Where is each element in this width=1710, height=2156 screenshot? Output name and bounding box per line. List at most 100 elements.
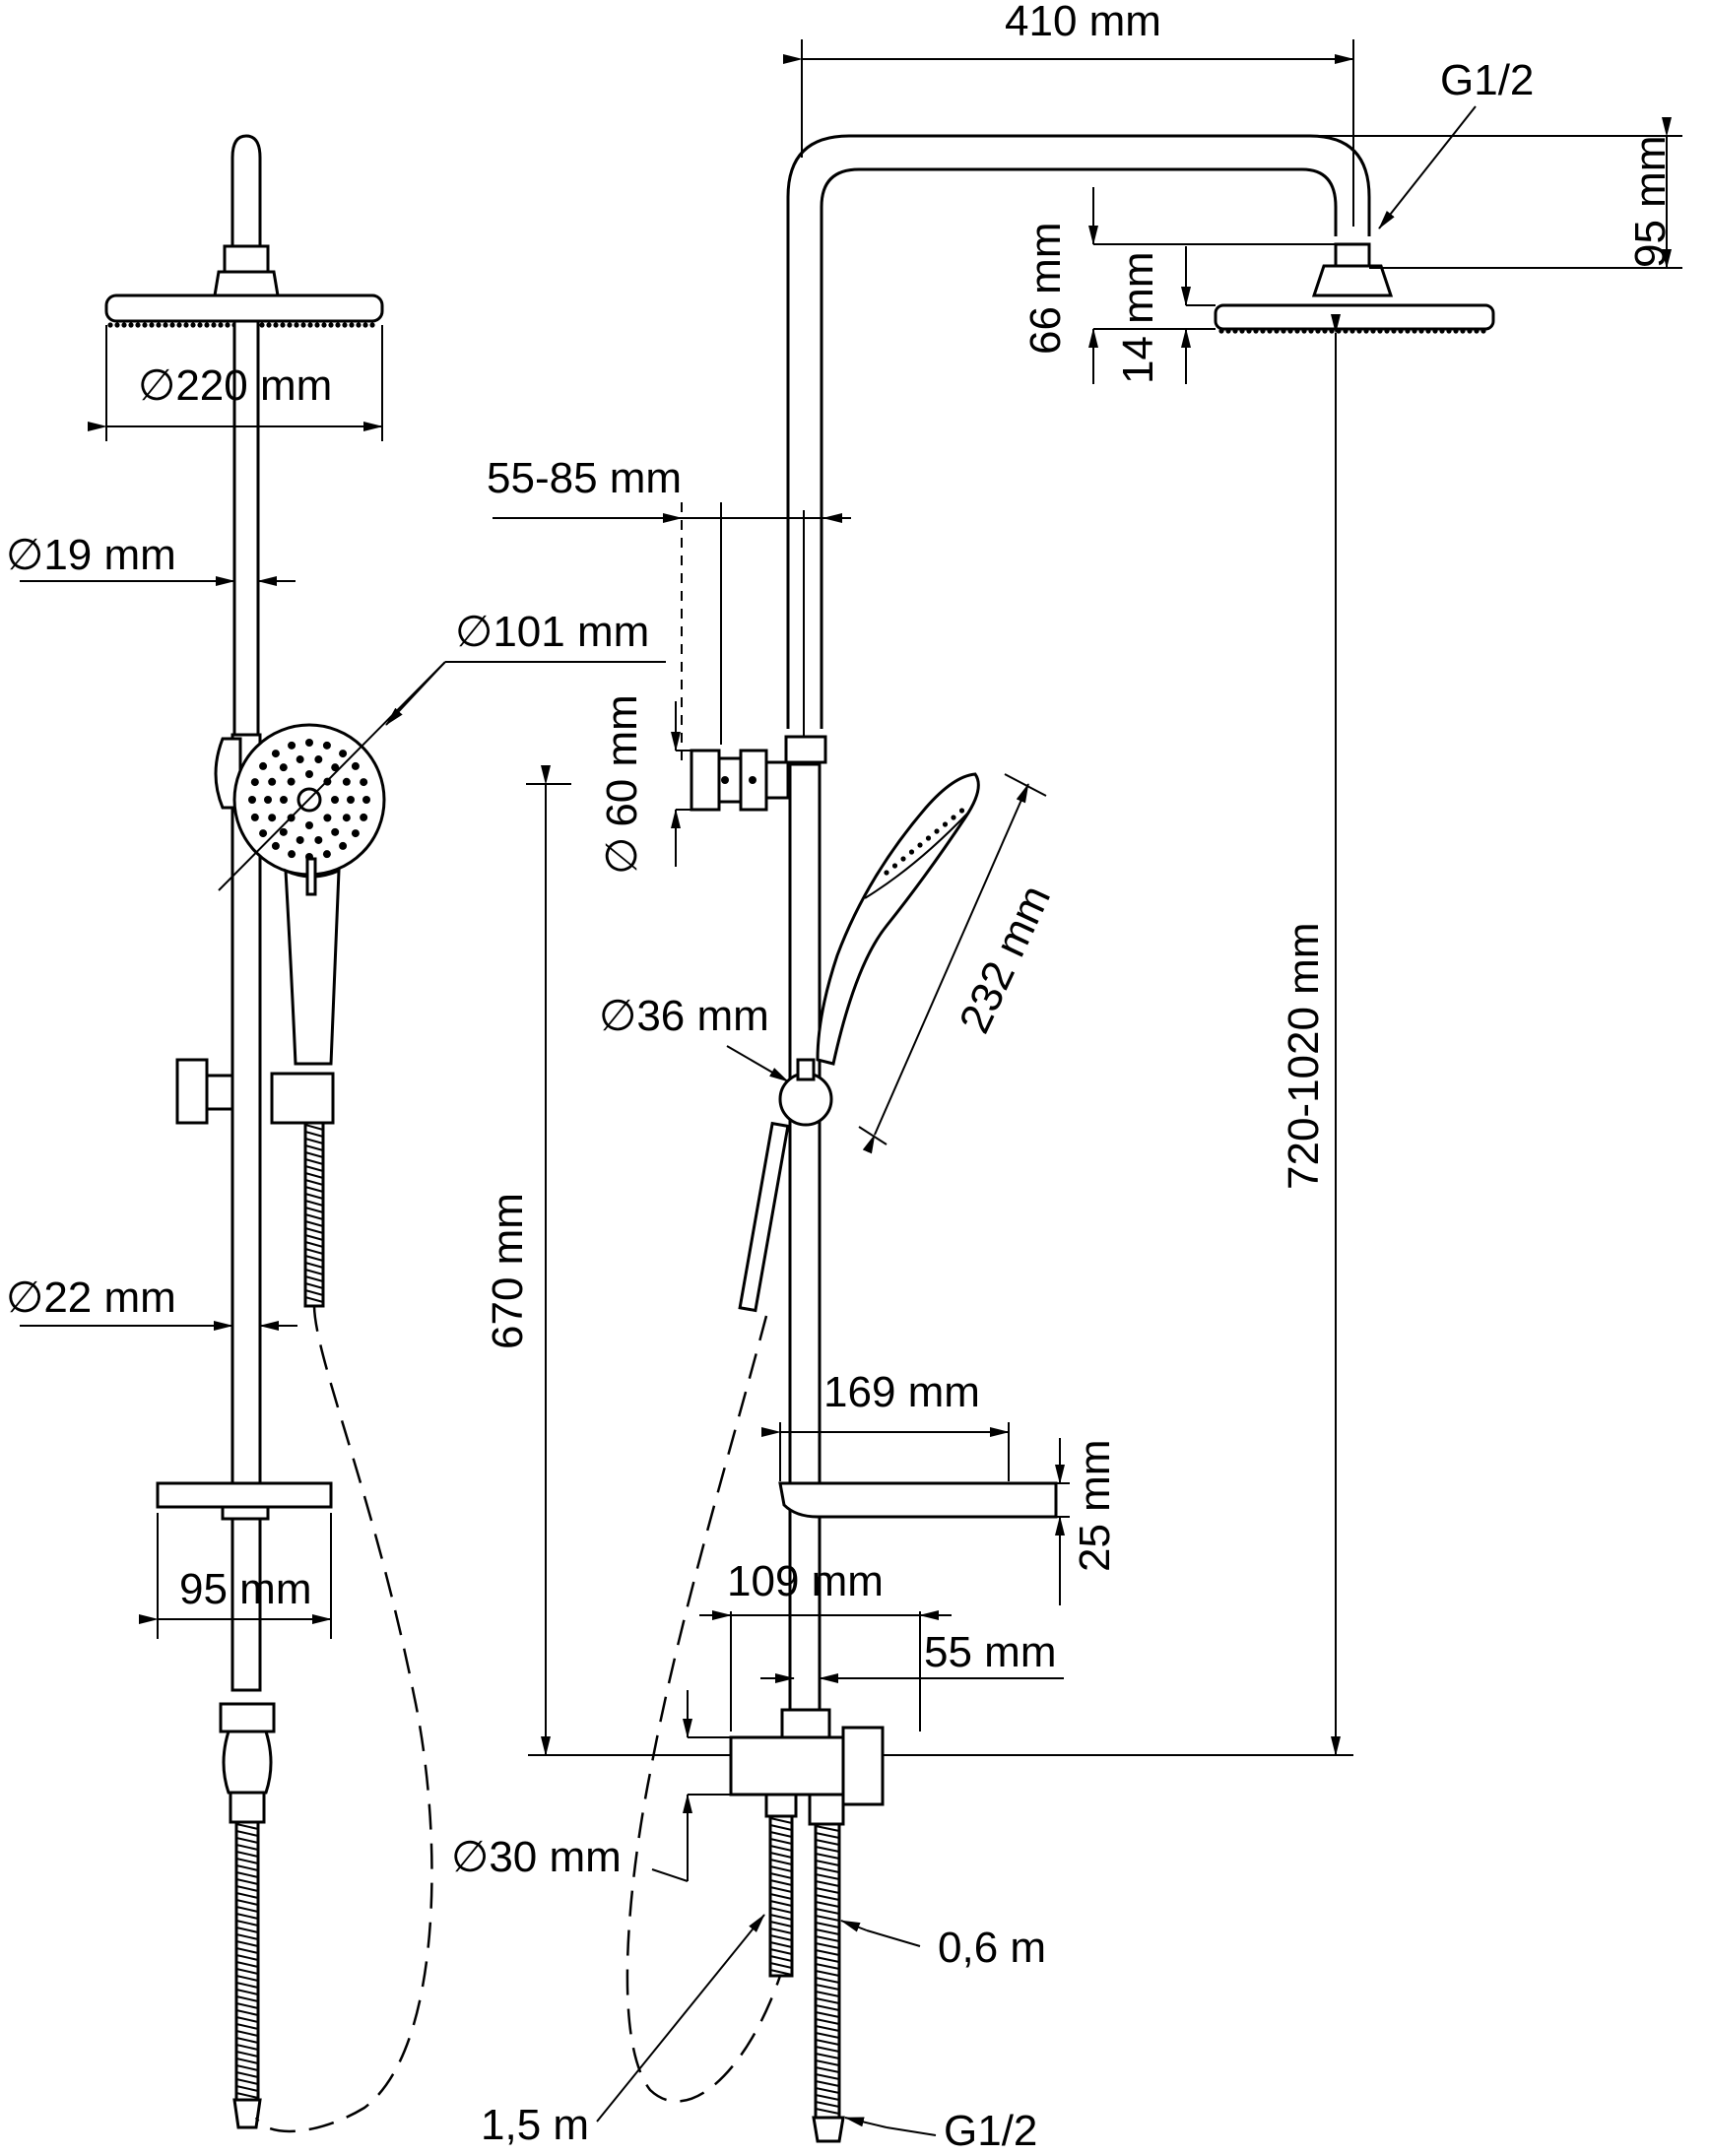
nozzle-dot bbox=[342, 322, 348, 328]
nozzle-dot bbox=[1239, 328, 1245, 334]
nozzle-dot bbox=[1370, 328, 1376, 334]
nozzle-dot bbox=[1425, 328, 1431, 334]
hose-coil bbox=[235, 1899, 259, 1906]
hose-coil bbox=[304, 1144, 324, 1151]
front-head-collar bbox=[213, 270, 280, 297]
hand-nozzle-dot bbox=[305, 739, 313, 747]
nozzle-dot bbox=[1453, 328, 1459, 334]
nozzle-dot bbox=[1349, 328, 1355, 334]
hose-coil bbox=[815, 1887, 840, 1894]
hose-coil bbox=[769, 1921, 793, 1927]
nozzle-dot bbox=[1287, 328, 1293, 334]
hose-coil bbox=[304, 1151, 324, 1158]
hose-coil bbox=[304, 1296, 324, 1303]
hose-coil bbox=[304, 1138, 324, 1144]
hose-coil bbox=[304, 1255, 324, 1262]
hand-nozzle-dot bbox=[250, 813, 259, 821]
hose-coil bbox=[769, 1893, 793, 1900]
hand-nozzle-dot bbox=[331, 796, 339, 804]
hand-nozzle-dot bbox=[322, 850, 331, 859]
head-diameter-label: ∅220 mm bbox=[138, 361, 332, 410]
hose-coil bbox=[769, 1838, 793, 1845]
nozzle-dot bbox=[128, 322, 134, 328]
hose-coil bbox=[769, 1859, 793, 1865]
hose-coil bbox=[815, 1942, 840, 1949]
side-rod bbox=[788, 762, 822, 1763]
hose-coil bbox=[815, 1956, 840, 1963]
hose-coil bbox=[815, 1915, 840, 1922]
hose-coil bbox=[815, 2066, 840, 2073]
hand-nozzle-dot bbox=[342, 814, 351, 822]
hose-coil bbox=[815, 1825, 840, 1832]
hand-nozzle-dot bbox=[331, 763, 340, 772]
thread-top-label: G1/2 bbox=[1440, 56, 1534, 104]
hose-coil bbox=[304, 1275, 324, 1282]
hose-coil bbox=[815, 1832, 840, 1839]
arm-length-label: 410 mm bbox=[1005, 0, 1161, 45]
nozzle-dot bbox=[1260, 328, 1266, 334]
hose-coil bbox=[815, 1873, 840, 1880]
hose-coil bbox=[769, 1879, 793, 1886]
side-hand-nozzle-dot bbox=[900, 856, 906, 862]
nozzle-dot bbox=[273, 322, 279, 328]
hose-coil bbox=[304, 1172, 324, 1179]
hose-coil bbox=[815, 1977, 840, 1984]
nozzle-dot bbox=[225, 322, 230, 328]
side-arm-nut bbox=[1334, 242, 1371, 268]
hand-nozzle-dot bbox=[305, 770, 313, 778]
hose-coil bbox=[769, 1907, 793, 1914]
bracket-diameter-label: ∅60 mm bbox=[598, 694, 646, 875]
hose-coil bbox=[235, 1927, 259, 1933]
side-hand-nozzle-dot bbox=[925, 835, 932, 841]
hand-nozzle-dot bbox=[248, 796, 256, 804]
nozzle-dot bbox=[314, 322, 320, 328]
hose-coil bbox=[815, 1846, 840, 1853]
hose-coil bbox=[235, 1830, 259, 1837]
front-soap-shelf bbox=[156, 1481, 333, 1509]
hose-coil bbox=[235, 1968, 259, 1975]
nozzle-dot bbox=[190, 322, 196, 328]
nozzle-dot bbox=[1384, 328, 1390, 334]
hose-coil bbox=[235, 1933, 259, 1940]
hose-coil bbox=[304, 1248, 324, 1255]
nozzle-dot bbox=[142, 322, 148, 328]
hand-nozzle-dot bbox=[296, 835, 304, 844]
hose-coil bbox=[815, 2025, 840, 2032]
hose-coil bbox=[769, 1872, 793, 1879]
nozzle-dot bbox=[349, 322, 355, 328]
hose-coil bbox=[769, 1934, 793, 1941]
mixer-width-label: 109 mm bbox=[727, 1557, 884, 1605]
hand-nozzle-dot bbox=[288, 741, 296, 750]
hose-coil bbox=[769, 1962, 793, 1969]
nozzle-dot bbox=[328, 322, 334, 328]
hose-coil bbox=[235, 2016, 259, 2023]
side-hand-nozzle-dot bbox=[917, 842, 923, 848]
upper-rod-diameter-label: ∅19 mm bbox=[6, 531, 176, 579]
hose-coil bbox=[769, 1817, 793, 1824]
nozzle-dot bbox=[1322, 328, 1328, 334]
hose-coil bbox=[815, 2101, 840, 2108]
hose-coil bbox=[815, 1997, 840, 2004]
nozzle-dot bbox=[1460, 328, 1466, 334]
hand-nozzle-dot bbox=[259, 829, 268, 838]
hose-coil bbox=[304, 1234, 324, 1241]
hose-coil bbox=[235, 1954, 259, 1961]
side-hose-loop bbox=[625, 1315, 782, 2103]
nozzle-dot bbox=[121, 322, 127, 328]
hand-nozzle-dot bbox=[280, 796, 288, 804]
nozzle-dot bbox=[1363, 328, 1369, 334]
hand-nozzle-dot bbox=[314, 835, 323, 844]
hose-coil bbox=[235, 1864, 259, 1871]
nozzle-dot bbox=[1281, 328, 1286, 334]
hand-nozzle-dot bbox=[314, 755, 323, 764]
hose-coil bbox=[235, 2009, 259, 2016]
hose-short-label: 0,6 m bbox=[938, 1924, 1046, 1972]
side-mixer-knob bbox=[841, 1726, 885, 1806]
hose-coil bbox=[235, 1947, 259, 1954]
side-mixer-body bbox=[729, 1735, 845, 1797]
hose-coil bbox=[815, 1839, 840, 1846]
nozzle-dot bbox=[169, 322, 175, 328]
nozzle-dot bbox=[300, 322, 306, 328]
hose-coil bbox=[235, 1858, 259, 1864]
